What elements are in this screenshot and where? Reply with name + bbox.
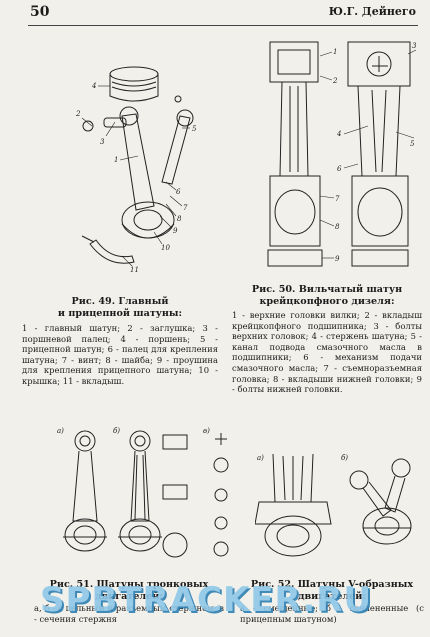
fig50-label-9: 9 bbox=[335, 255, 340, 263]
fig52-drawing: а) б) bbox=[255, 453, 412, 557]
fig49-label-6: 6 bbox=[176, 188, 181, 196]
fig51-label-v: в) bbox=[203, 427, 210, 435]
fig49-label-4: 4 bbox=[91, 82, 96, 90]
fig51-caption: Рис. 51. Шатуны тронковых двигателей: bbox=[34, 579, 224, 603]
fig49-caption: Рис. 49. Главный и прицепной шатуны: bbox=[22, 296, 218, 320]
fig51-label-b: б) bbox=[113, 427, 120, 435]
fig50-caption: Рис. 50. Вильчатый шатун крейцкопфного д… bbox=[232, 284, 422, 308]
fig49-caption-line2: и прицепной шатуны: bbox=[57, 308, 183, 319]
fig50-label-4: 4 bbox=[336, 130, 341, 138]
fig52-legend: а - смещенные; б - сочлененные (с прицеп… bbox=[240, 603, 424, 624]
fig50-label-8: 8 bbox=[335, 223, 340, 231]
fig49-legend: 1 - главный шатун; 2 - заглушка; 3 - пор… bbox=[22, 323, 218, 386]
fig50-label-3: 3 bbox=[412, 42, 417, 50]
fig52-caption-line1: Рис. 52. Шатуны V-образных bbox=[250, 579, 414, 590]
fig51-label-a: а) bbox=[57, 427, 64, 435]
fig49-label-1: 1 bbox=[114, 156, 118, 164]
header-rule bbox=[28, 25, 418, 26]
fig49-label-7: 7 bbox=[183, 204, 188, 212]
fig51-caption-line1: Рис. 51. Шатуны тронковых bbox=[49, 579, 209, 590]
fig49-label-11: 11 bbox=[130, 266, 139, 274]
fig50-caption-line1: Рис. 50. Вильчатый шатун bbox=[251, 284, 403, 295]
fig49-caption-line1: Рис. 49. Главный bbox=[71, 296, 169, 307]
fig51-legend: а, б - с цельным и разъемным стержнем; в… bbox=[34, 603, 224, 624]
fig49-label-2: 2 bbox=[75, 110, 81, 118]
fig52-label-a: а) bbox=[257, 454, 264, 462]
fig50-drawing: 1 2 3 4 5 6 7 8 9 bbox=[267, 41, 417, 267]
fig50-label-7: 7 bbox=[335, 195, 340, 203]
fig49-label-3: 3 bbox=[100, 138, 105, 146]
fig50-label-1: 1 bbox=[333, 48, 337, 56]
running-head: Ю.Г. Дейнего bbox=[328, 5, 416, 18]
fig49-label-10: 10 bbox=[161, 244, 170, 252]
fig52-caption: Рис. 52. Шатуны V-образных двигателей: bbox=[240, 579, 424, 603]
fig50-legend: 1 - верхние головки вилки; 2 - вкладыш к… bbox=[232, 310, 422, 395]
fig50-label-5: 5 bbox=[410, 140, 415, 148]
fig51-drawing: а) б) в) bbox=[57, 427, 229, 558]
fig52-caption-line2: двигателей: bbox=[298, 591, 366, 602]
watermark: SPBTRACKER.RU bbox=[0, 578, 430, 637]
page-number: 50 bbox=[30, 4, 50, 20]
fig49-label-9: 9 bbox=[173, 227, 178, 235]
fig49-label-8: 8 bbox=[177, 215, 182, 223]
fig50-caption-line2: крейцкопфного дизеля: bbox=[259, 296, 395, 307]
fig52-label-b: б) bbox=[341, 454, 348, 462]
watermark-text: SPBTRACKER.RU bbox=[40, 580, 373, 620]
fig49-drawing: 4 2 3 5 1 6 7 8 9 10 11 bbox=[75, 66, 197, 274]
fig50-label-2: 2 bbox=[332, 77, 338, 85]
fig51-caption-line2: двигателей: bbox=[95, 591, 163, 602]
fig50-label-6: 6 bbox=[337, 165, 342, 173]
fig49-label-5: 5 bbox=[192, 125, 197, 133]
